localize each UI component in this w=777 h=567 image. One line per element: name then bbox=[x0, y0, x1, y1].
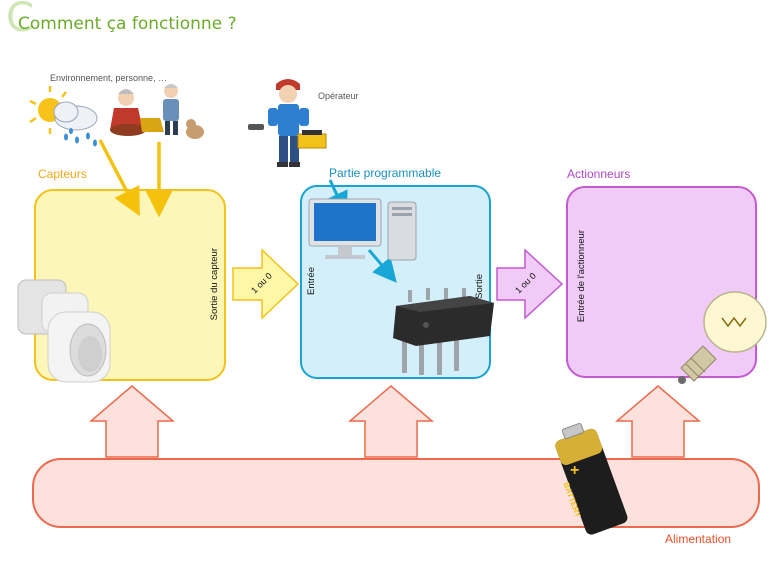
actuator-input-label: Entrée de l'actionneur bbox=[576, 230, 587, 323]
program-output-label: Sortie bbox=[474, 274, 485, 299]
signal-arrow-program-to-actuators bbox=[496, 248, 564, 320]
power-arrow-sensors bbox=[88, 385, 176, 458]
motion-sensor-icon bbox=[17, 279, 111, 383]
computer-icon bbox=[308, 198, 417, 261]
environment-arrow-1 bbox=[98, 139, 140, 217]
power-label: Alimentation bbox=[665, 532, 732, 546]
sensors-title: Capteurs bbox=[38, 167, 87, 181]
page-title: Comment ça fonctionne ? bbox=[18, 14, 237, 34]
operator-label: Opérateur bbox=[318, 91, 359, 101]
battery-icon bbox=[555, 422, 628, 535]
title-decoration: C bbox=[6, 0, 34, 41]
actuators-title: Actionneurs bbox=[567, 167, 631, 181]
power-arrow-actuators bbox=[614, 385, 702, 458]
environment-label: Environnement, personne, … bbox=[50, 73, 168, 83]
power-arrow-programmable bbox=[347, 385, 435, 458]
programmable-title: Partie programmable bbox=[329, 166, 442, 180]
signal-arrow-sensors-to-program bbox=[232, 248, 300, 320]
battery-plus-symbol: + bbox=[570, 462, 580, 479]
power-bar bbox=[32, 458, 760, 528]
sensor-output-label: Sortie du capteur bbox=[209, 248, 220, 321]
computer-to-chip-arrow bbox=[367, 249, 397, 283]
weather-icon bbox=[29, 86, 98, 147]
people-icon bbox=[110, 84, 204, 139]
chip-icon bbox=[393, 288, 494, 375]
operator-icon bbox=[248, 79, 327, 167]
program-input-label: Entrée bbox=[306, 267, 317, 295]
light-bulb-icon bbox=[678, 291, 767, 384]
